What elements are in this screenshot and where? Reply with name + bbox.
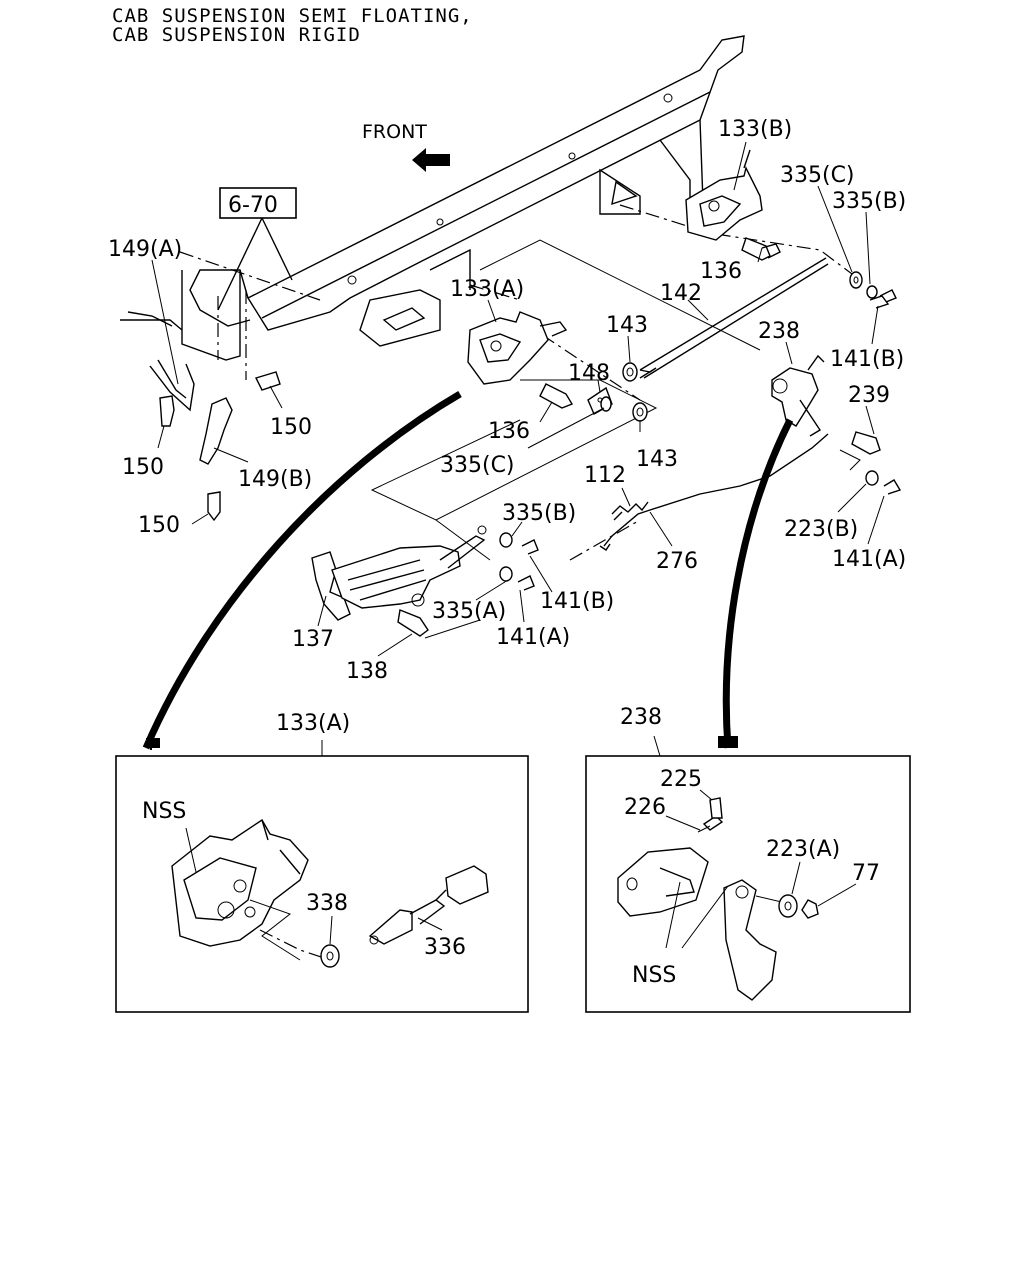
detail-right-nss: NSS — [632, 963, 676, 988]
callout-141b-right: 141(B) — [830, 347, 904, 372]
callout-335c-mid: 335(C) — [440, 453, 515, 478]
callout-136-mid: 136 — [488, 419, 530, 444]
reference-box-label: 6-70 — [228, 193, 278, 218]
detail-box-238 — [585, 735, 911, 1013]
callout-142: 142 — [660, 281, 702, 306]
leader-336 — [417, 917, 443, 931]
bracket-133b — [685, 149, 763, 241]
callout-148: 148 — [568, 361, 610, 386]
assembly-outlines — [370, 239, 861, 639]
detail-pointers — [142, 390, 794, 750]
bolt-150-low — [207, 491, 221, 522]
switch-336 — [368, 865, 489, 945]
callout-223b: 223(B) — [784, 517, 858, 542]
detail-right-226: 226 — [624, 795, 666, 820]
washer-335c-mid — [600, 396, 612, 412]
detail-right-title: 238 — [620, 705, 662, 730]
detail-left-title: 133(A) — [276, 711, 350, 736]
front-label: FRONT — [362, 121, 427, 143]
callout-276: 276 — [656, 549, 698, 574]
clip-141b-mid — [521, 539, 539, 555]
bolt-138 — [397, 609, 429, 637]
washer-338 — [320, 944, 340, 968]
callout-150-low: 150 — [138, 513, 180, 538]
callout-335c-top: 335(C) — [780, 163, 855, 188]
nut-143-top — [622, 362, 638, 382]
bolt-136-top — [741, 237, 781, 261]
header-line-2: CAB SUSPENSION RIGID — [112, 24, 361, 46]
rod-142 — [639, 257, 829, 379]
callout-141b-mid: 141(B) — [540, 589, 614, 614]
clip-141b-right — [869, 295, 890, 309]
lever-238 — [771, 354, 825, 437]
washer-223b — [865, 470, 879, 486]
bolt-150-mid — [255, 371, 281, 391]
detail-left-nss: NSS — [142, 799, 186, 824]
callout-141a-mid: 141(A) — [496, 625, 570, 650]
callout-335b-top: 335(B) — [832, 189, 906, 214]
callout-133b: 133(B) — [718, 117, 792, 142]
clip-77 — [801, 899, 819, 919]
callout-335b-mid: 335(B) — [502, 501, 576, 526]
detail-box-133a — [115, 740, 529, 1013]
washer-223a — [778, 894, 798, 918]
callout-138: 138 — [346, 659, 388, 684]
spring-112 — [611, 501, 649, 521]
washer-335c-top — [849, 271, 863, 289]
bolt-239 — [851, 431, 881, 455]
leader-225 — [699, 789, 713, 801]
pedal-assembly-137 — [311, 525, 487, 621]
nut-143-mid — [632, 402, 648, 422]
detail-left-338: 338 — [306, 891, 348, 916]
header-line-1: CAB SUSPENSION SEMI FLOATING, — [112, 5, 473, 27]
detail-right-225: 225 — [660, 767, 702, 792]
callout-137: 137 — [292, 627, 334, 652]
bracket-149a — [149, 359, 195, 412]
bracket-133a — [467, 311, 568, 385]
dimension-guides — [179, 204, 861, 961]
washer-335a — [499, 566, 513, 582]
callout-labels: 133(B) 335(C) 335(B) 136 142 133(A) 149(… — [108, 117, 906, 684]
callout-149a: 149(A) — [108, 237, 182, 262]
bracket-149b — [199, 397, 233, 465]
clip-141a-right — [883, 479, 902, 495]
callout-143-top: 143 — [606, 313, 648, 338]
reference-box-6-70 — [217, 187, 297, 311]
callout-112: 112 — [584, 463, 626, 488]
leader-77 — [817, 883, 857, 907]
callout-238: 238 — [758, 319, 800, 344]
callout-335a: 335(A) — [432, 599, 506, 624]
callout-150-mid: 150 — [270, 415, 312, 440]
callout-133a: 133(A) — [450, 277, 524, 302]
leader-226 — [665, 815, 701, 831]
leader-lines — [151, 141, 885, 657]
callout-143-mid: 143 — [636, 447, 678, 472]
callout-150-left: 150 — [122, 455, 164, 480]
leader-338 — [329, 915, 333, 945]
frame-crossmember — [120, 35, 745, 361]
callout-136-top: 136 — [700, 259, 742, 284]
bolt-150-left — [159, 395, 175, 427]
bolt-136-mid — [539, 383, 574, 409]
callout-239: 239 — [848, 383, 890, 408]
clip-141a-mid — [517, 575, 535, 591]
callout-141a-right: 141(A) — [832, 547, 906, 572]
leader-nss-right — [665, 881, 729, 949]
cable-276 — [599, 433, 829, 551]
clip-335b-top — [866, 285, 897, 303]
callout-149b: 149(B) — [238, 467, 312, 492]
detail-right-223a: 223(A) — [766, 837, 840, 862]
detail-right-77: 77 — [852, 861, 880, 886]
leader-223a — [791, 861, 801, 895]
washer-335b-mid — [499, 532, 513, 548]
front-arrow-icon — [412, 148, 450, 172]
detail-left-336: 336 — [424, 935, 466, 960]
